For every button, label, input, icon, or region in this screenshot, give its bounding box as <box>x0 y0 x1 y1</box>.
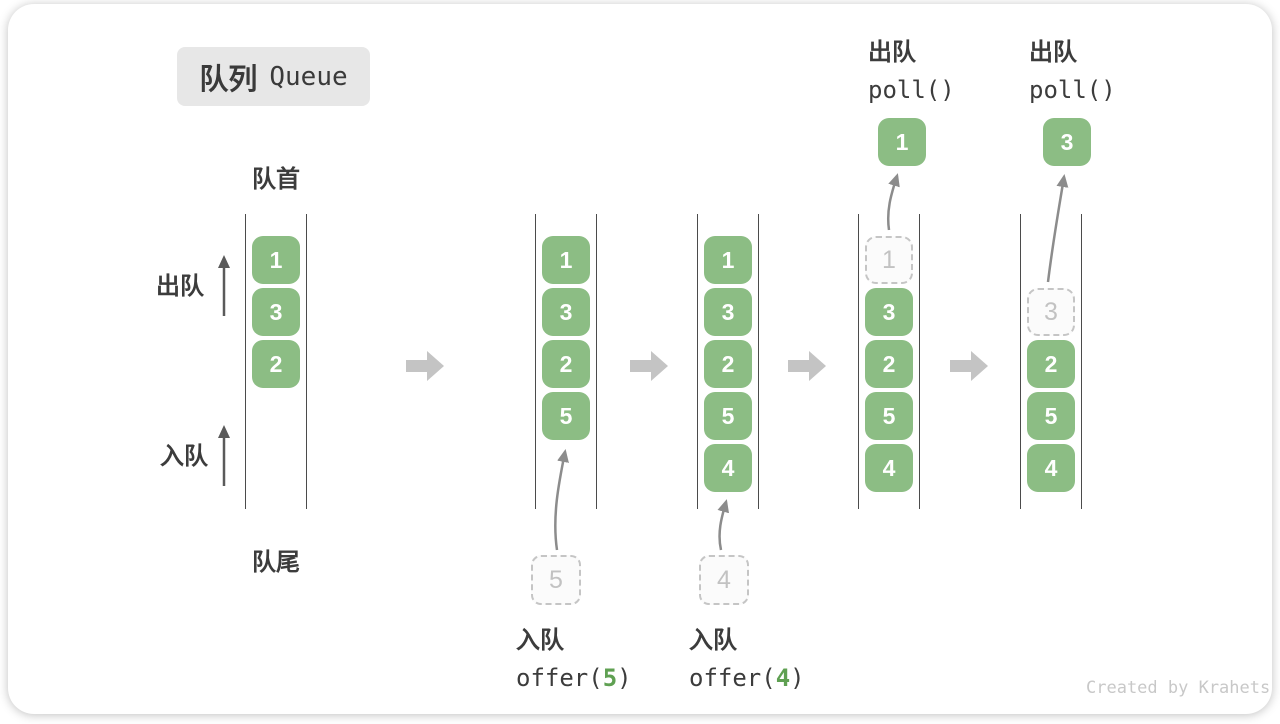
step-arrow-3 <box>788 351 826 381</box>
fn-open: offer( <box>516 664 603 692</box>
step-arrow-2 <box>630 351 668 381</box>
dequeue-op-label: 出队 <box>868 39 916 66</box>
queue4-box-3: 3 <box>865 288 913 336</box>
queue3-box-3: 3 <box>704 288 752 336</box>
diagram-card: 队列 Queue 队首 队尾 出队 入队 1 3 <box>8 4 1272 714</box>
staged-box-5: 5 <box>531 555 581 605</box>
queue1-box-2: 2 <box>252 340 300 388</box>
enqueue-op-code: offer(4) <box>689 664 805 692</box>
queue2-box-2: 2 <box>542 340 590 388</box>
queue1-box-3: 3 <box>252 288 300 336</box>
enqueue-op-label: 入队 <box>516 627 564 654</box>
popped-box-1: 1 <box>878 118 926 166</box>
dequeue-op-label: 出队 <box>1029 39 1077 66</box>
enqueue-op-code: offer(5) <box>516 664 632 692</box>
queue-front-label: 队首 <box>252 166 300 193</box>
queue4-box-4: 4 <box>865 444 913 492</box>
queue5-box-5: 5 <box>1027 392 1075 440</box>
queue5-box-2: 2 <box>1027 340 1075 388</box>
dequeue-op-code: poll() <box>868 76 955 104</box>
dequeue-op-poll-2: 出队 poll() <box>1029 32 1116 104</box>
queue3-box-1: 1 <box>704 236 752 284</box>
arrows-overlay <box>218 173 1069 551</box>
fn-arg: 4 <box>775 664 791 692</box>
queue2-box-5: 5 <box>542 392 590 440</box>
queue3-box-5: 5 <box>704 392 752 440</box>
enqueue-side-label: 入队 <box>160 443 208 470</box>
enqueue-op-offer4: 入队 offer(4) <box>689 620 805 692</box>
queue2-box-3: 3 <box>542 288 590 336</box>
queue4-box-5: 5 <box>865 392 913 440</box>
queue4-dashed-box-1: 1 <box>865 236 913 284</box>
queue-walls-5 <box>1020 214 1082 509</box>
queue-walls-2 <box>535 214 597 509</box>
fn-close: ) <box>790 664 805 692</box>
fn-close: ) <box>617 664 632 692</box>
step-arrow-1 <box>406 351 444 381</box>
enqueue-op-offer5: 入队 offer(5) <box>516 620 632 692</box>
dequeue-side-label: 出队 <box>156 273 204 300</box>
queue-walls-4 <box>858 214 920 509</box>
fn-open: offer( <box>689 664 776 692</box>
queue1-box-1: 1 <box>252 236 300 284</box>
title-zh: 队列 <box>199 63 258 96</box>
popped-box-3: 3 <box>1043 118 1091 166</box>
queue5-dashed-box-3: 3 <box>1027 288 1075 336</box>
queue3-box-2: 2 <box>704 340 752 388</box>
title-en: Queue <box>269 61 348 92</box>
queue2-box-1: 1 <box>542 236 590 284</box>
staged-box-4: 4 <box>699 555 749 605</box>
enqueue-op-label: 入队 <box>689 627 737 654</box>
title-badge: 队列 Queue <box>177 47 370 106</box>
queue-walls-3 <box>697 214 759 509</box>
dequeue-op-poll-1: 出队 poll() <box>868 32 955 104</box>
fn-arg: 5 <box>602 664 618 692</box>
queue5-box-4: 4 <box>1027 444 1075 492</box>
step-arrow-4 <box>950 351 988 381</box>
queue4-box-2: 2 <box>865 340 913 388</box>
queue-walls-1 <box>245 214 307 509</box>
watermark: Created by Krahets <box>1086 678 1271 698</box>
dequeue-op-code: poll() <box>1029 76 1116 104</box>
queue-rear-label: 队尾 <box>252 549 300 576</box>
queue3-box-4: 4 <box>704 444 752 492</box>
enqueue-arrow-offer4 <box>717 499 730 551</box>
